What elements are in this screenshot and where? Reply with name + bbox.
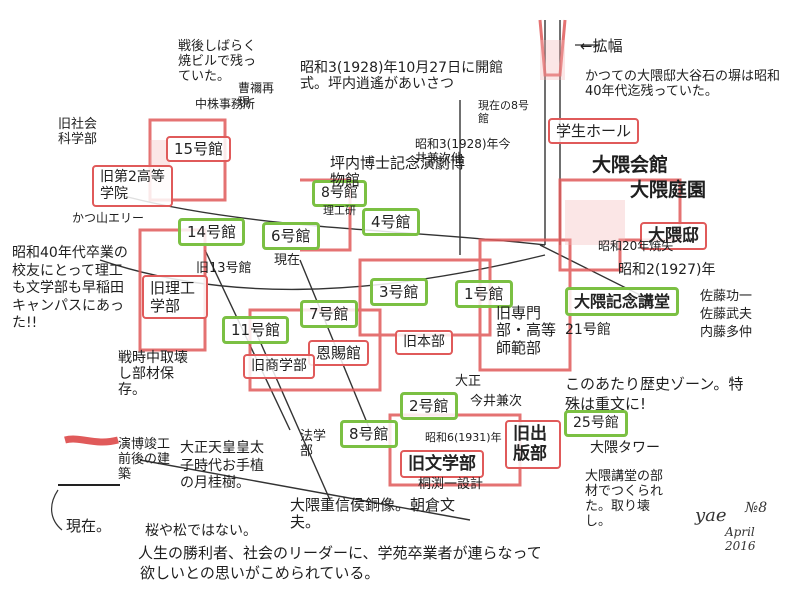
rikou-annex-label: 理工研 bbox=[323, 204, 356, 217]
former-honbu-label: 旧本部 bbox=[395, 330, 453, 355]
former-high-school-label: 旧第2高等学院 bbox=[92, 165, 173, 207]
go13-label: 旧13号館 bbox=[196, 261, 252, 276]
former-letters-label: 旧文学部 bbox=[400, 450, 484, 479]
not-sakura-note: 桜や松ではない。 bbox=[145, 523, 257, 539]
former-shogaku-label: 旧商学部 bbox=[243, 354, 315, 379]
bottom-caption-line2: 欲しいとの思いがこめられている。 bbox=[140, 564, 380, 582]
legend-black-label: 現在。 bbox=[66, 517, 112, 535]
genzai-label: 現在 bbox=[274, 253, 301, 268]
legend-red-label: 演博竣工前後の建築 bbox=[118, 437, 171, 482]
signature-name: yae bbox=[695, 505, 727, 526]
go25-label: 25号館 bbox=[564, 410, 628, 437]
architect-naito: 内藤多仲 bbox=[700, 325, 753, 340]
go15-label: 15号館 bbox=[166, 136, 232, 162]
okuma-tei-label: 大隈邸 bbox=[640, 222, 707, 251]
go2-label: 2号館 bbox=[400, 392, 458, 420]
go4-label: 4号館 bbox=[362, 208, 420, 236]
okuma-tower-label: 大隈タワー bbox=[590, 440, 660, 456]
showa2-label: 昭和2(1927)年 bbox=[618, 262, 716, 278]
gakusei-hall-label: 学生ホール bbox=[548, 118, 640, 144]
former-riko-label: 旧理工学部 bbox=[142, 275, 208, 319]
go8-lower-label: 8号館 bbox=[340, 420, 398, 448]
kasumi-label: かつ山エリー bbox=[72, 211, 145, 225]
wartime-note: 戦時中取壊し部材保存。 bbox=[118, 350, 188, 399]
chushoku-office-label: 中株事務所 bbox=[195, 97, 256, 111]
go21-label: 21号館 bbox=[565, 322, 611, 338]
signature-number: №8 bbox=[745, 500, 768, 516]
showa40-note: 昭和40年代卒業の校友にとって理工も文学部も早稲田キャンパスにあった!! bbox=[12, 245, 128, 331]
taisho-label: 大正 bbox=[455, 374, 482, 389]
okuma-hall-parts-note: 大隈講堂の部材でつくられた。取り壊し。 bbox=[585, 469, 664, 529]
former-senmon-label: 旧専門部・高等師範部 bbox=[496, 304, 557, 357]
imai-kenji-note-top: 昭和3(1928)年今井兼次他 bbox=[415, 137, 511, 165]
saigen-label: 曹禰再現 bbox=[238, 81, 275, 109]
showa20-burnt-note: 昭和20年焼失 bbox=[598, 239, 674, 253]
former-pub-label: 旧出版部 bbox=[505, 420, 561, 469]
current-8-label: 現在の8号館 bbox=[478, 99, 529, 125]
history-zone-note: このあたり歴史ゾーン。特殊は重文に! bbox=[565, 375, 744, 413]
okuma-teien-label: 大隈庭園 bbox=[630, 179, 707, 201]
widen-label: ←拡幅 bbox=[580, 37, 623, 55]
pointer-arrows bbox=[51, 44, 600, 531]
bottom-caption-line1: 人生の勝利者、社会のリーダーに、学苑卒業者が連らなって bbox=[138, 544, 542, 562]
okuma-statue-note: 大隈重信侯銅像。朝倉文夫。 bbox=[290, 496, 456, 532]
onshi-hall-label: 恩賜館 bbox=[308, 340, 370, 366]
architect-sato-kouichi: 佐藤功一 bbox=[700, 289, 753, 304]
go1-label: 1号館 bbox=[455, 280, 513, 308]
okuma-tei-stone-wall-note: かつての大隈邸大谷石の塀は昭和40年代迄残っていた。 bbox=[585, 69, 781, 99]
former-law-label: 法学部 bbox=[300, 429, 327, 459]
postwar-burnt-building-note: 戦後しばらく焼ビルで残っていた。 bbox=[178, 39, 257, 84]
go8-top-label: 8号館 bbox=[312, 180, 367, 207]
signature-date: April 2016 bbox=[725, 525, 756, 553]
tsubouchi-museum-label: 坪内博士記念演劇博物館 bbox=[330, 154, 466, 190]
showa3-opening-note: 昭和3(1928)年10月27日に開館式。坪内逍遙があいさつ bbox=[300, 60, 504, 93]
go7-label: 7号館 bbox=[300, 300, 358, 328]
showa6-label: 昭和6(1931)年 bbox=[425, 431, 502, 444]
taisho-emperor-note: 大正天皇皇太子時代お手植の月桂樹。 bbox=[180, 440, 264, 491]
kiribuchi-label: 桐渕一設計 bbox=[418, 477, 484, 492]
imai-kenji-mid: 今井兼次 bbox=[470, 394, 523, 409]
okuma-kaikan-label: 大隈会館 bbox=[592, 154, 669, 176]
legend-swatches bbox=[58, 435, 120, 486]
former-social-science-label: 旧社会科学部 bbox=[58, 117, 98, 147]
go11-label: 11号館 bbox=[222, 316, 290, 344]
go14-label: 14号館 bbox=[178, 218, 246, 246]
okuma-kinen-hall-label: 大隈記念講堂 bbox=[565, 287, 680, 317]
go6-label: 6号館 bbox=[262, 222, 320, 250]
architect-sato-takeo: 佐藤武夫 bbox=[700, 307, 753, 322]
prewar-wash bbox=[150, 40, 625, 245]
go3-label: 3号館 bbox=[370, 278, 428, 306]
